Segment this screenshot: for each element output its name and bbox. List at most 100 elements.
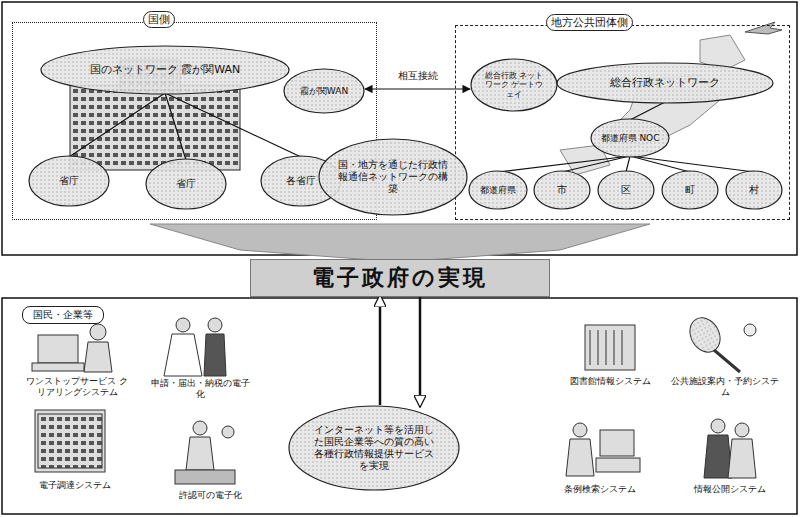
ellipse-outline xyxy=(146,159,226,209)
ellipse-outline xyxy=(557,63,773,103)
ellipse-outline xyxy=(319,139,467,215)
system-label: 申請・届出・納税の電子化 xyxy=(150,378,250,400)
procurement-building xyxy=(35,410,105,472)
node-content: 総合行政ネットワーク xyxy=(556,62,774,104)
ellipse-outline xyxy=(284,69,364,113)
groom-icon xyxy=(208,318,222,332)
person-icon xyxy=(186,437,214,470)
system-label: 電子調達システム xyxy=(25,480,125,491)
wan-ellipse: 霞が関WAN xyxy=(283,68,365,114)
municipality-ellipse: 村 xyxy=(725,170,783,210)
bride-icon xyxy=(176,318,190,332)
municipality-ellipse: 町 xyxy=(661,170,719,210)
connector-arrow xyxy=(379,297,382,405)
node-label: 総合行政 ネットワーク ゲートウェイ xyxy=(482,71,547,100)
ellipse-outline xyxy=(598,171,654,209)
node-label: 国のネットワーク 霞が関WAN xyxy=(73,63,258,76)
municipality-ellipse: 区 xyxy=(597,170,655,210)
ellipse-outline xyxy=(591,119,669,157)
local-side-box: 地方公共団体側総合行政 ネットワーク ゲートウェイ総合行政ネットワーク都道府県 … xyxy=(455,25,790,220)
computer-icon xyxy=(600,430,634,456)
connector-line xyxy=(630,156,690,172)
service-ellipse: インターネット等を活用した国民企業等への質の高い各種行政情報提供サービスを実現 xyxy=(288,405,460,491)
title-text: 電子政府の実現 xyxy=(312,265,488,291)
connector-line xyxy=(69,93,165,157)
bride-icon xyxy=(164,334,202,376)
node-content: 電子政府の実現 xyxy=(251,260,549,296)
node-content: 省庁 xyxy=(28,155,110,207)
person-icon xyxy=(728,439,756,478)
node-label: 村 xyxy=(733,184,776,196)
node-content: 省庁 xyxy=(145,158,227,210)
connector-line xyxy=(165,93,186,160)
node-content: 村 xyxy=(725,170,783,210)
desk-icon xyxy=(596,458,640,472)
node-label: 区 xyxy=(605,184,648,196)
top-panel xyxy=(2,2,797,255)
connector-line xyxy=(165,93,301,157)
ministry-ellipse: 省庁 xyxy=(28,155,110,207)
system-label: 図書館情報システム xyxy=(560,376,660,387)
country-side-box: 国側国のネットワーク 霞が関WAN霞が関WAN省庁省庁各省庁 xyxy=(12,22,377,220)
desk-icon xyxy=(175,470,235,484)
region-heading: 国側 xyxy=(143,11,175,28)
region-heading: 地方公共団体側 xyxy=(546,14,633,31)
person-icon xyxy=(90,324,106,340)
node-content: 都道府県 NOC xyxy=(590,118,670,158)
connector-line xyxy=(630,156,754,172)
edge-label: 相互接続 xyxy=(396,69,440,83)
connector-arrow xyxy=(419,297,422,405)
ministry-ellipse: 省庁 xyxy=(145,158,227,210)
racket-icon xyxy=(714,350,740,372)
system-label: 条例検索システム xyxy=(550,484,650,495)
person-icon xyxy=(735,423,749,437)
gateway-ellipse: 総合行政 ネットワーク ゲートウェイ xyxy=(470,58,558,112)
node-content: インターネット等を活用した国民企業等への質の高い各種行政情報提供サービスを実現 xyxy=(288,405,460,491)
japan-map xyxy=(560,35,745,175)
node-label: 霞が関WAN xyxy=(294,86,355,97)
person-icon xyxy=(704,435,732,478)
node-label: 省庁 xyxy=(156,178,217,190)
connector-line xyxy=(498,156,630,172)
connector-line xyxy=(630,102,665,120)
node-content: 総合行政 ネットワーク ゲートウェイ xyxy=(470,58,558,112)
keyboard-icon xyxy=(32,363,84,371)
person-icon xyxy=(573,423,587,437)
system-label: 許認可の電子化 xyxy=(160,490,260,501)
connector-line xyxy=(562,156,630,172)
system-label: 情報公開システム xyxy=(680,484,780,495)
ellipse-outline xyxy=(471,59,557,111)
node-label: インターネット等を活用した国民企業等への質の高い各種行政情報提供サービスを実現 xyxy=(311,424,438,472)
node-content: 市 xyxy=(533,170,591,210)
procurement-building xyxy=(38,414,102,468)
node-label: 都道府県 NOC xyxy=(601,133,660,144)
node-content: 国のネットワーク 霞が関WAN xyxy=(40,45,290,95)
group-label: 国民・企業等 xyxy=(22,306,104,324)
node-label: 総合行政ネットワーク xyxy=(585,76,746,89)
node-label: 市 xyxy=(541,184,584,196)
connector-line xyxy=(626,156,630,172)
node-label: 都道府県 xyxy=(476,185,520,196)
books-icon xyxy=(590,330,622,365)
person-icon xyxy=(711,419,725,433)
system-label: ワンストップサービス クリアリングシステム xyxy=(22,376,132,398)
node-label: 町 xyxy=(669,184,712,196)
bookshelf-icon xyxy=(585,325,635,370)
ellipse-outline xyxy=(469,171,527,209)
network-ellipse: 総合行政ネットワーク xyxy=(556,62,774,104)
merge-arrow xyxy=(150,224,650,262)
municipality-ellipse: 都道府県 xyxy=(468,170,528,210)
person-icon xyxy=(222,426,234,438)
computer-icon xyxy=(38,335,78,363)
node-label: 省庁 xyxy=(39,175,100,187)
ellipse-outline xyxy=(662,171,718,209)
person-icon xyxy=(193,421,207,435)
node-content: 国・地方を通じた行政情報通信ネットワークの構築 xyxy=(318,138,468,216)
citizen-illustrations xyxy=(32,312,756,484)
goal-ellipse: 国・地方を通じた行政情報通信ネットワークの構築 xyxy=(318,138,468,216)
ellipse-outline xyxy=(41,46,289,94)
node-label: 国・地方を通じた行政情報通信ネットワークの構築 xyxy=(338,159,449,195)
ellipse-outline xyxy=(726,171,782,209)
network-ellipse: 国のネットワーク 霞が関WAN xyxy=(40,45,290,95)
person-icon xyxy=(84,342,112,372)
